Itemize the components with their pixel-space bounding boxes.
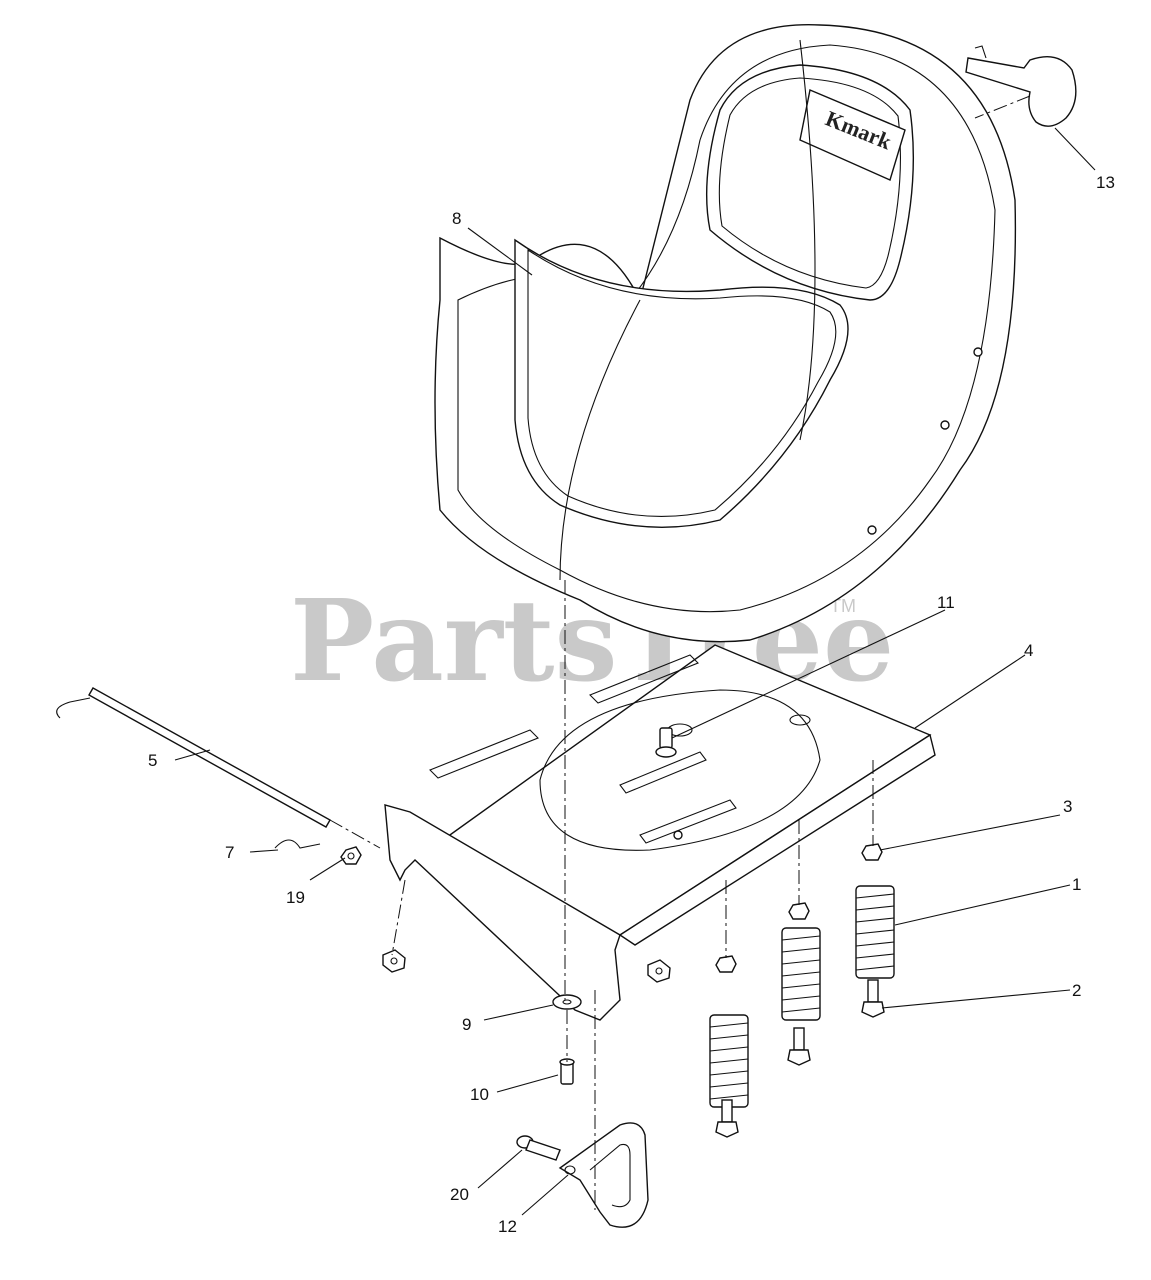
- callout-10: 10: [470, 1085, 489, 1104]
- part-13-key: [965, 45, 1077, 127]
- callout-11: 11: [937, 593, 955, 612]
- leader-lines: [174, 127, 1096, 1216]
- callout-13: 13: [1096, 173, 1115, 192]
- callout-20: 20: [450, 1185, 469, 1204]
- part-8-seat: Kmark: [434, 24, 1017, 643]
- part-19-nut: [340, 846, 362, 865]
- part-lower-nut-right: [647, 959, 671, 983]
- part-7-hairpin: [274, 839, 321, 849]
- callout-8: 8: [452, 209, 461, 228]
- part-3-nut: [715, 843, 883, 973]
- callout-7: 7: [225, 843, 234, 862]
- part-1-spring: [709, 885, 895, 1108]
- part-12-bracket: [558, 1122, 649, 1228]
- callout-2: 2: [1072, 981, 1081, 1000]
- part-9-washer: [552, 994, 582, 1010]
- part-20-pin: [516, 1135, 561, 1161]
- part-lower-nut-left: [382, 949, 406, 973]
- callout-19: 19: [286, 888, 305, 907]
- callout-labels: 13 8 11 4 5 3 7 1 19 2 9 10 20 12: [148, 173, 1115, 1236]
- callout-4: 4: [1024, 641, 1033, 660]
- callout-5: 5: [148, 751, 157, 770]
- callout-1: 1: [1072, 875, 1081, 894]
- svg-text:TM: TM: [830, 596, 856, 616]
- alignment-lines: [329, 95, 1031, 1210]
- part-5-rod: [56, 687, 331, 828]
- part-4-seat-plate: [384, 644, 936, 1021]
- part-10-bolt: [559, 1058, 575, 1085]
- callout-12: 12: [498, 1217, 517, 1236]
- part-2-bolt: [715, 979, 885, 1138]
- callout-9: 9: [462, 1015, 471, 1034]
- callout-3: 3: [1063, 797, 1072, 816]
